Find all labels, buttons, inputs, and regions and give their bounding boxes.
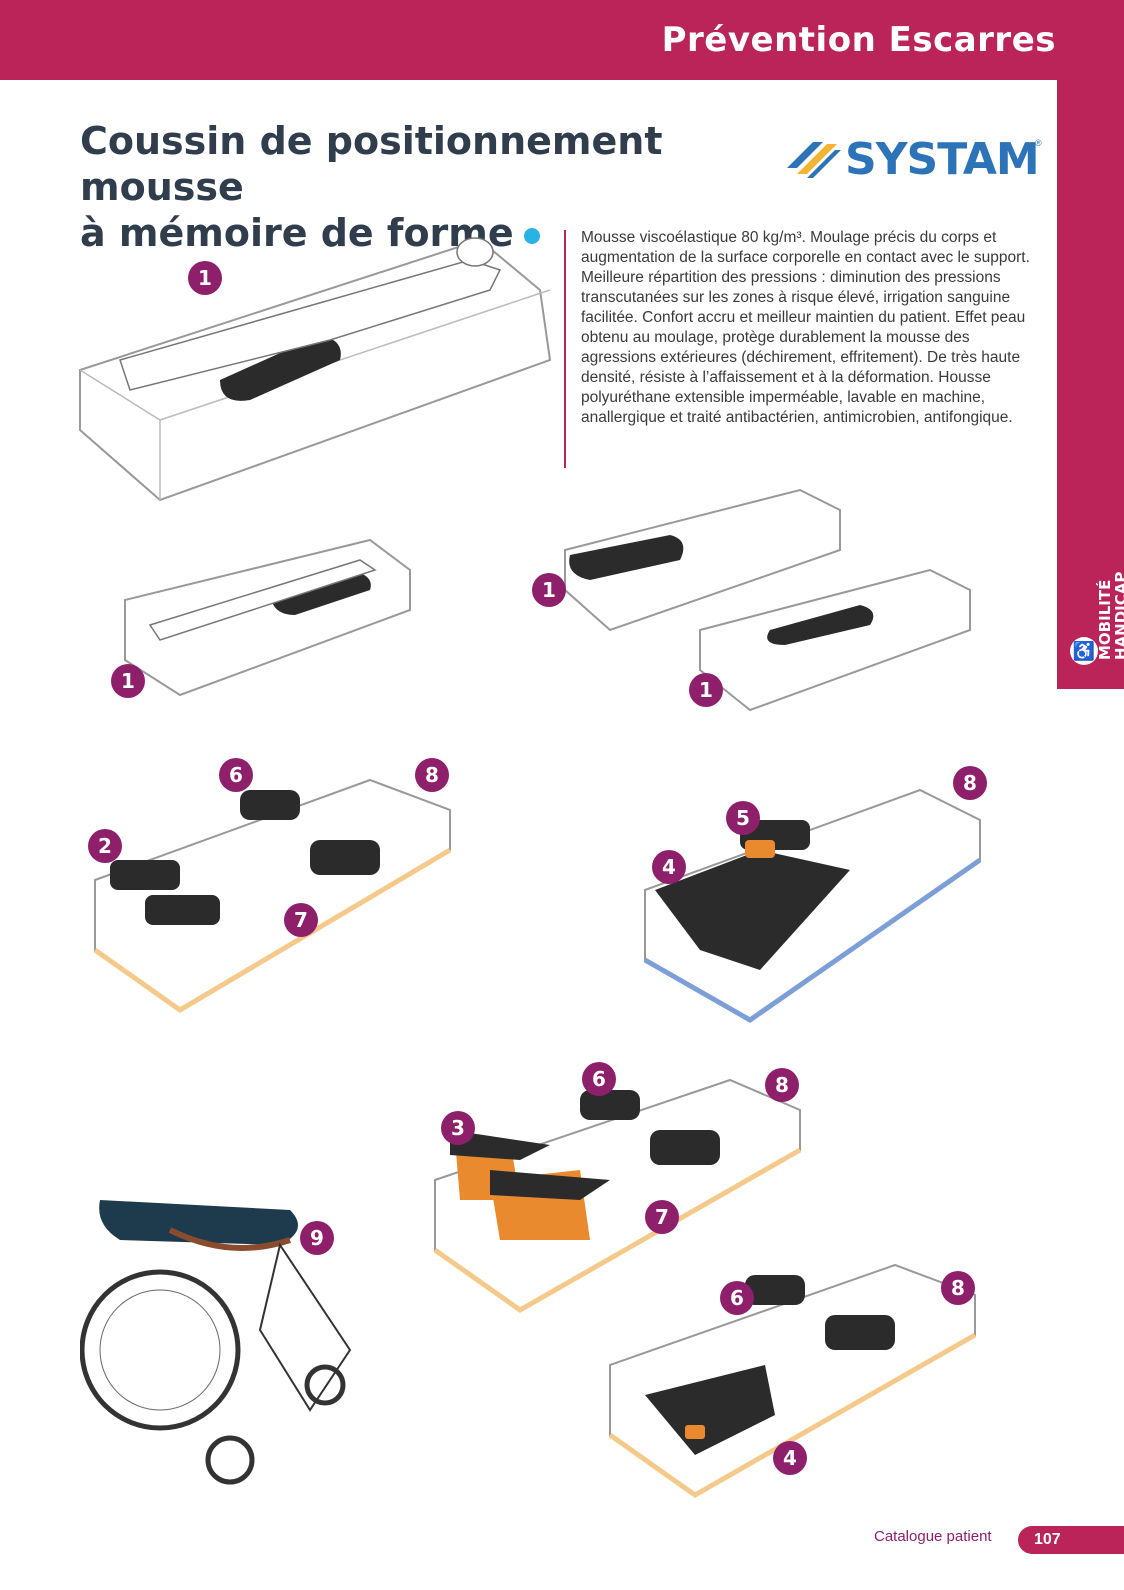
marker-8: 8 <box>415 758 449 792</box>
illustration-bed-lumbar-cushion <box>124 538 411 697</box>
illustration-side-lying-beds <box>564 488 971 712</box>
title-dot-icon <box>523 227 540 244</box>
description-rule <box>564 230 566 468</box>
side-tab <box>1057 80 1124 689</box>
marker-1: 1 <box>188 261 222 295</box>
marker-7: 7 <box>645 1200 679 1234</box>
page-number: 107 <box>1018 1526 1124 1554</box>
systam-logo-mark-icon <box>787 142 841 178</box>
systam-logo: SYSTAM ® <box>783 130 1043 190</box>
marker-1: 1 <box>111 664 145 698</box>
marker-6: 6 <box>720 1281 754 1315</box>
marker-2: 2 <box>88 829 122 863</box>
section-title: Prévention Escarres <box>661 20 1056 60</box>
marker-1: 1 <box>532 573 566 607</box>
marker-8: 8 <box>765 1068 799 1102</box>
marker-6: 6 <box>582 1062 616 1096</box>
marker-7: 7 <box>284 903 318 937</box>
brand-reg: ® <box>1035 138 1042 148</box>
title-line2: à mémoire de forme <box>80 211 514 255</box>
marker-4: 4 <box>652 850 686 884</box>
marker-6: 6 <box>219 758 253 792</box>
marker-4: 4 <box>773 1441 807 1475</box>
brand-name: SYSTAM <box>845 134 1040 185</box>
illustration-bed-leg-cushion <box>79 237 552 502</box>
product-description: Mousse viscoélastique 80 kg/m³. Moulage … <box>581 229 1030 426</box>
illustration-wheelchair-cushion <box>80 1200 352 1485</box>
marker-1: 1 <box>689 673 723 707</box>
footer-label: Catalogue patient <box>874 1528 992 1545</box>
side-tab-line2: HANDICAP <box>1112 571 1124 660</box>
illustration-bed-full-positioning-bottom <box>608 1263 977 1498</box>
marker-8: 8 <box>941 1271 975 1305</box>
illustration-bed-full-positioning-left <box>93 778 452 1013</box>
side-tab-line1: MOBILITÉ <box>1096 579 1114 660</box>
title-line1: Coussin de positionnement mousse <box>80 119 663 209</box>
marker-5: 5 <box>726 801 760 835</box>
header-bar: Prévention Escarres <box>0 0 1124 80</box>
marker-9: 9 <box>300 1221 334 1255</box>
illustration-bed-heel-positioning <box>433 1078 802 1313</box>
illustration-bed-leg-positioning-right <box>643 788 982 1023</box>
marker-3: 3 <box>441 1111 475 1145</box>
marker-8: 8 <box>953 766 987 800</box>
wheelchair-icon: ♿ <box>1070 637 1098 665</box>
page-title: Coussin de positionnement mousse à mémoi… <box>80 118 780 256</box>
